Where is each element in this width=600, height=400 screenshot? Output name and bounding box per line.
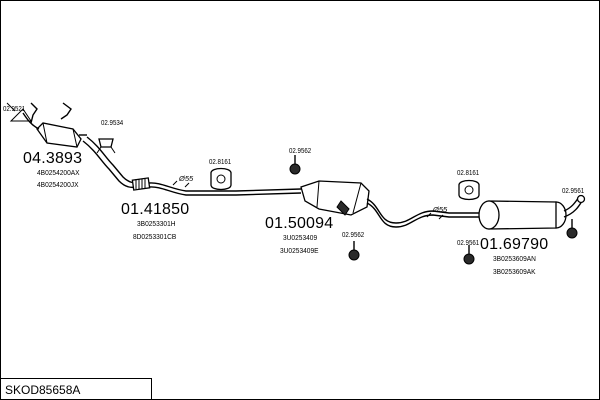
part-reference: 4B0254200JX: [37, 180, 79, 189]
rubber-mount-02-8161-rear: [458, 179, 480, 201]
fitting-label: 02.9561: [562, 186, 585, 195]
part-number: 01.69790: [480, 236, 549, 253]
fitting-label: 02.9562: [342, 230, 365, 239]
part-reference: 3B0253301H: [137, 219, 176, 228]
bracket-02-9534: [96, 138, 116, 154]
part-number: 01.41850: [121, 201, 190, 218]
fitting-label: 02.9534: [101, 118, 124, 127]
fitting-02-9521: [6, 102, 32, 122]
rubber-mount-02-9562-top: [289, 155, 301, 175]
rubber-mount-02-8161-front: [210, 167, 232, 191]
center-muffler: [300, 180, 370, 216]
fitting-label: 02.9562: [289, 146, 312, 155]
hanger-left-pair: [30, 102, 72, 124]
fitting-label: 02.8161: [209, 157, 232, 166]
rubber-mount-02-9562-bottom: [348, 241, 360, 261]
rubber-mount-02-9561-bottom: [463, 245, 475, 265]
part-number: 01.50094: [265, 215, 334, 232]
clamp-label: Ø55: [433, 205, 448, 214]
part-reference: 8D0253301CB: [133, 232, 177, 241]
fitting-label: 02.9521: [3, 104, 26, 113]
clamp-mark-1: [172, 180, 190, 188]
part-reference: 3U0253409: [283, 233, 318, 242]
part-reference: 4B0254200AX: [37, 168, 80, 177]
part-reference: 3U0253409E: [280, 246, 319, 255]
catalog-code: SKOD85658A: [5, 383, 81, 397]
fitting-label: 02.8161: [457, 168, 480, 177]
clamp-label: Ø55: [179, 174, 194, 183]
fitting-label: 02.9561: [457, 238, 480, 247]
catalytic-converter: [22, 112, 87, 148]
part-reference: 3B0253609AK: [493, 267, 536, 276]
clamp-mark-2: [426, 212, 444, 220]
rear-muffler: [478, 194, 586, 230]
part-number: 04.3893: [23, 150, 83, 167]
flex-pipe: [131, 177, 151, 191]
rubber-mount-02-9561-right: [566, 219, 578, 239]
catalog-code-box: SKOD85658A: [1, 378, 152, 399]
part-reference: 3B0253609AN: [493, 254, 536, 263]
